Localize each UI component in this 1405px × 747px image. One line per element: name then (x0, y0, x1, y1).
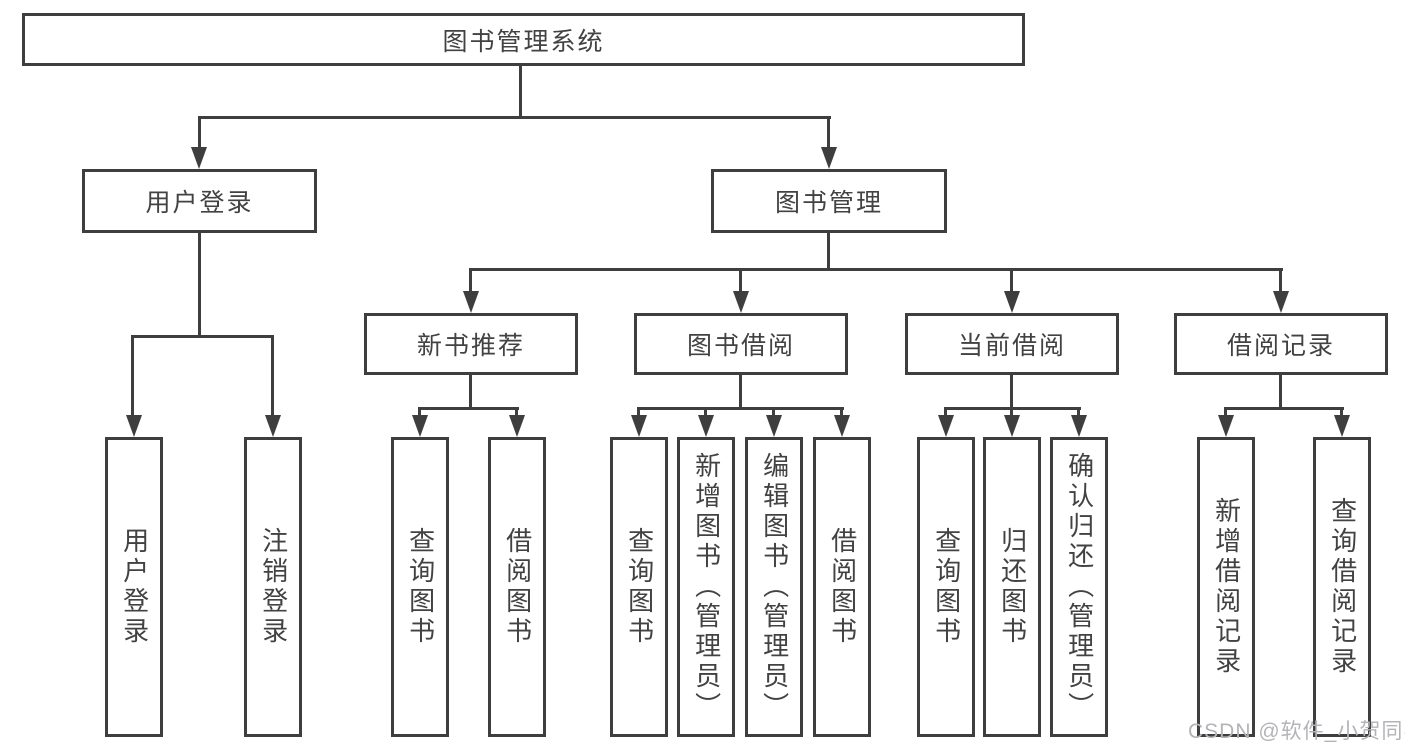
arrow-down-icon (733, 291, 749, 313)
node-label: 借阅记录 (1226, 332, 1335, 360)
node-borrow-records: 借阅记录 (1174, 313, 1388, 375)
connector-line (469, 268, 472, 293)
connector-line (637, 407, 844, 410)
leaf-add-book-admin: 新增图书（管理员） (677, 437, 735, 737)
leaf-logout: 注销登录 (244, 437, 302, 737)
connector-line (739, 268, 742, 293)
arrow-down-icon (126, 415, 142, 437)
node-label: 新书推荐 (416, 332, 525, 360)
arrow-down-icon (1004, 291, 1020, 313)
node-label: 注销登录 (258, 527, 289, 647)
connector-line (469, 268, 1283, 271)
connector-line (515, 407, 518, 417)
connector-line (418, 407, 421, 417)
node-label: 用户登录 (145, 189, 254, 217)
connector-line (1077, 407, 1080, 417)
connector-line (827, 231, 830, 270)
node-book-borrow: 图书借阅 (634, 313, 848, 375)
node-current-borrow: 当前借阅 (905, 313, 1119, 375)
arrow-down-icon (1218, 415, 1234, 437)
arrow-down-icon (631, 415, 647, 437)
arrow-down-icon (1004, 415, 1020, 437)
leaf-borrow-books: 借阅图书 (813, 437, 871, 737)
leaf-query-borrow-record: 查询借阅记录 (1313, 437, 1371, 737)
connector-line (1340, 407, 1343, 417)
connector-line (739, 373, 742, 409)
arrow-down-icon (821, 147, 837, 169)
connector-line (840, 407, 843, 417)
arrow-down-icon (1273, 291, 1289, 313)
arrow-down-icon (463, 291, 479, 313)
node-label: 图书借阅 (686, 332, 795, 360)
arrow-down-icon (265, 415, 281, 437)
connector-line (198, 231, 201, 337)
connector-line (1010, 268, 1013, 293)
arrow-down-icon (412, 415, 428, 437)
node-label: 查询借阅记录 (1327, 497, 1358, 677)
node-label: 编辑图书（管理员） (759, 452, 790, 722)
node-label: 归还图书 (997, 527, 1028, 647)
connector-line (1224, 407, 1227, 417)
leaf-edit-book-admin: 编辑图书（管理员） (745, 437, 803, 737)
connector-line (1279, 373, 1282, 409)
connector-line (827, 116, 830, 149)
connector-line (772, 407, 775, 417)
node-label: 借阅图书 (502, 527, 533, 647)
connector-line (944, 407, 947, 417)
node-library-system: 图书管理系统 (22, 13, 1025, 66)
connector-line (1010, 407, 1013, 417)
node-new-book-recommend: 新书推荐 (364, 313, 578, 375)
arrow-down-icon (509, 415, 525, 437)
leaf-add-borrow-record: 新增借阅记录 (1197, 437, 1255, 737)
connector-line (271, 335, 274, 417)
leaf-user-login: 用户登录 (105, 437, 163, 737)
node-user-login: 用户登录 (82, 169, 317, 233)
leaf-query-books-recommend: 查询图书 (391, 437, 449, 737)
node-label: 确认归还（管理员） (1064, 452, 1095, 722)
connector-line (198, 116, 201, 149)
arrow-down-icon (1334, 415, 1350, 437)
node-label: 图书管理 (774, 189, 883, 217)
node-label: 当前借阅 (957, 332, 1066, 360)
connector-line (1224, 407, 1344, 410)
arrow-down-icon (1071, 415, 1087, 437)
connector-line (198, 116, 831, 119)
leaf-query-books-borrow: 查询图书 (610, 437, 668, 737)
node-label: 查询图书 (624, 527, 655, 647)
connector-line (704, 407, 707, 417)
connector-line (418, 407, 519, 410)
leaf-return-books: 归还图书 (983, 437, 1041, 737)
leaf-query-books-current: 查询图书 (917, 437, 975, 737)
node-label: 借阅图书 (827, 527, 858, 647)
leaf-borrow-books-recommend: 借阅图书 (488, 437, 546, 737)
connector-line (469, 373, 472, 409)
leaf-confirm-return-admin: 确认归还（管理员） (1050, 437, 1108, 737)
connector-line (637, 407, 640, 417)
node-label: 图书管理系统 (442, 27, 605, 56)
watermark: CSDN @软件_小贺同学 (1188, 720, 1405, 743)
arrow-down-icon (938, 415, 954, 437)
connector-line (1010, 373, 1013, 409)
arrow-down-icon (698, 415, 714, 437)
node-label: 查询图书 (405, 527, 436, 647)
arrow-down-icon (834, 415, 850, 437)
connector-line (131, 335, 274, 338)
connector-line (1279, 268, 1282, 293)
connector-line (131, 335, 134, 417)
arrow-down-icon (766, 415, 782, 437)
node-book-management: 图书管理 (711, 169, 947, 233)
node-label: 查询图书 (931, 527, 962, 647)
connector-line (519, 66, 522, 117)
node-label: 新增借阅记录 (1211, 497, 1242, 677)
node-label: 用户登录 (119, 527, 150, 647)
arrow-down-icon (191, 147, 207, 169)
node-label: 新增图书（管理员） (691, 452, 722, 722)
